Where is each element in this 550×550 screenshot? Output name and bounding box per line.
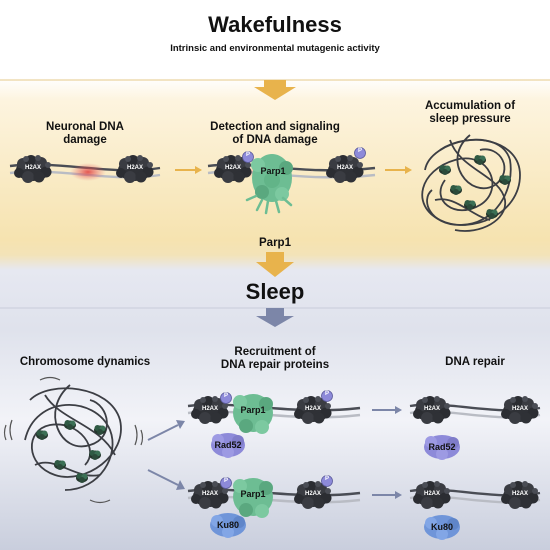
- parp1-protein: [251, 154, 293, 202]
- arrow-head: [176, 480, 185, 490]
- phospho-circle: [242, 151, 254, 163]
- label-h2ax: H2AX: [201, 406, 218, 412]
- step-heading-neuronal-dna-damage: Neuronal DNA damage: [46, 121, 124, 147]
- label-phospho: P: [324, 391, 329, 397]
- label-ku80: Ku80: [216, 520, 239, 530]
- wakefulness-subtitle: Intrinsic and environmental mutagenic ac…: [170, 43, 380, 54]
- label-h2ax: H2AX: [423, 491, 440, 497]
- chromatin-tangle-wake: [421, 134, 521, 232]
- dna-repaired-ku80: [409, 481, 541, 540]
- arrow-head: [176, 420, 185, 429]
- arrow-head: [395, 406, 402, 414]
- arrow-line: [147, 424, 179, 441]
- step-heading-detection-signaling: Detection and signaling of DNA damage: [210, 121, 340, 147]
- step-heading-dna-repair: DNA repair: [445, 356, 505, 368]
- arrow-head: [395, 491, 402, 499]
- wakefulness-title: Wakefulness: [208, 12, 342, 37]
- label-parp1: Parp1: [260, 166, 286, 176]
- label-phospho: P: [245, 152, 250, 158]
- step-heading-recruitment: Recruitment of DNA repair proteins: [220, 346, 330, 372]
- step-heading-chromosome-dynamics: Chromosome dynamics: [19, 356, 151, 368]
- step-heading-sleep-pressure: Accumulation of sleep pressure: [424, 100, 516, 126]
- dna-signaling: [207, 147, 376, 215]
- sleep-down-arrow: [256, 308, 294, 327]
- chromatin-tangle-sleep: [24, 384, 122, 491]
- sleep-title: Sleep: [245, 279, 305, 304]
- arrow-head: [405, 166, 412, 174]
- label-h2ax: H2AX: [336, 165, 353, 171]
- label-phospho: P: [223, 478, 228, 484]
- dna-damaged: [9, 155, 161, 183]
- transition-arrow-head: [256, 262, 294, 277]
- label-parp1: Parp1: [240, 405, 266, 415]
- dna-repaired-rad52: [409, 396, 541, 460]
- transition-arrow-shaft: [266, 252, 284, 262]
- label-phospho: P: [223, 393, 228, 399]
- dna-repair-ku80-recruit: [187, 475, 361, 538]
- label-h2ax: H2AX: [24, 165, 41, 171]
- label-phospho: P: [324, 476, 329, 482]
- label-ku80: Ku80: [430, 522, 453, 532]
- arrow-line: [147, 469, 179, 486]
- label-h2ax: H2AX: [304, 491, 321, 497]
- phospho-circle: [354, 147, 366, 159]
- label-h2ax: H2AX: [201, 491, 218, 497]
- arrow-head: [195, 166, 202, 174]
- label-h2ax: H2AX: [423, 406, 440, 412]
- damage-site: [70, 163, 106, 181]
- label-rad52: Rad52: [428, 442, 456, 452]
- dna-repair-rad52-recruit: [187, 390, 361, 458]
- nucleosomes-sleep: [36, 420, 106, 483]
- label-h2ax: H2AX: [224, 165, 241, 171]
- motion-lines: [3, 376, 144, 504]
- label-rad52: Rad52: [214, 440, 242, 450]
- label-h2ax: H2AX: [304, 406, 321, 412]
- label-phospho: P: [357, 148, 362, 154]
- label-h2ax: H2AX: [126, 165, 143, 171]
- wake-down-arrow: [254, 80, 296, 100]
- label-h2ax: H2AX: [511, 406, 528, 412]
- label-parp1: Parp1: [240, 489, 266, 499]
- label-h2ax: H2AX: [511, 491, 528, 497]
- transition-label-parp1: Parp1: [259, 237, 291, 249]
